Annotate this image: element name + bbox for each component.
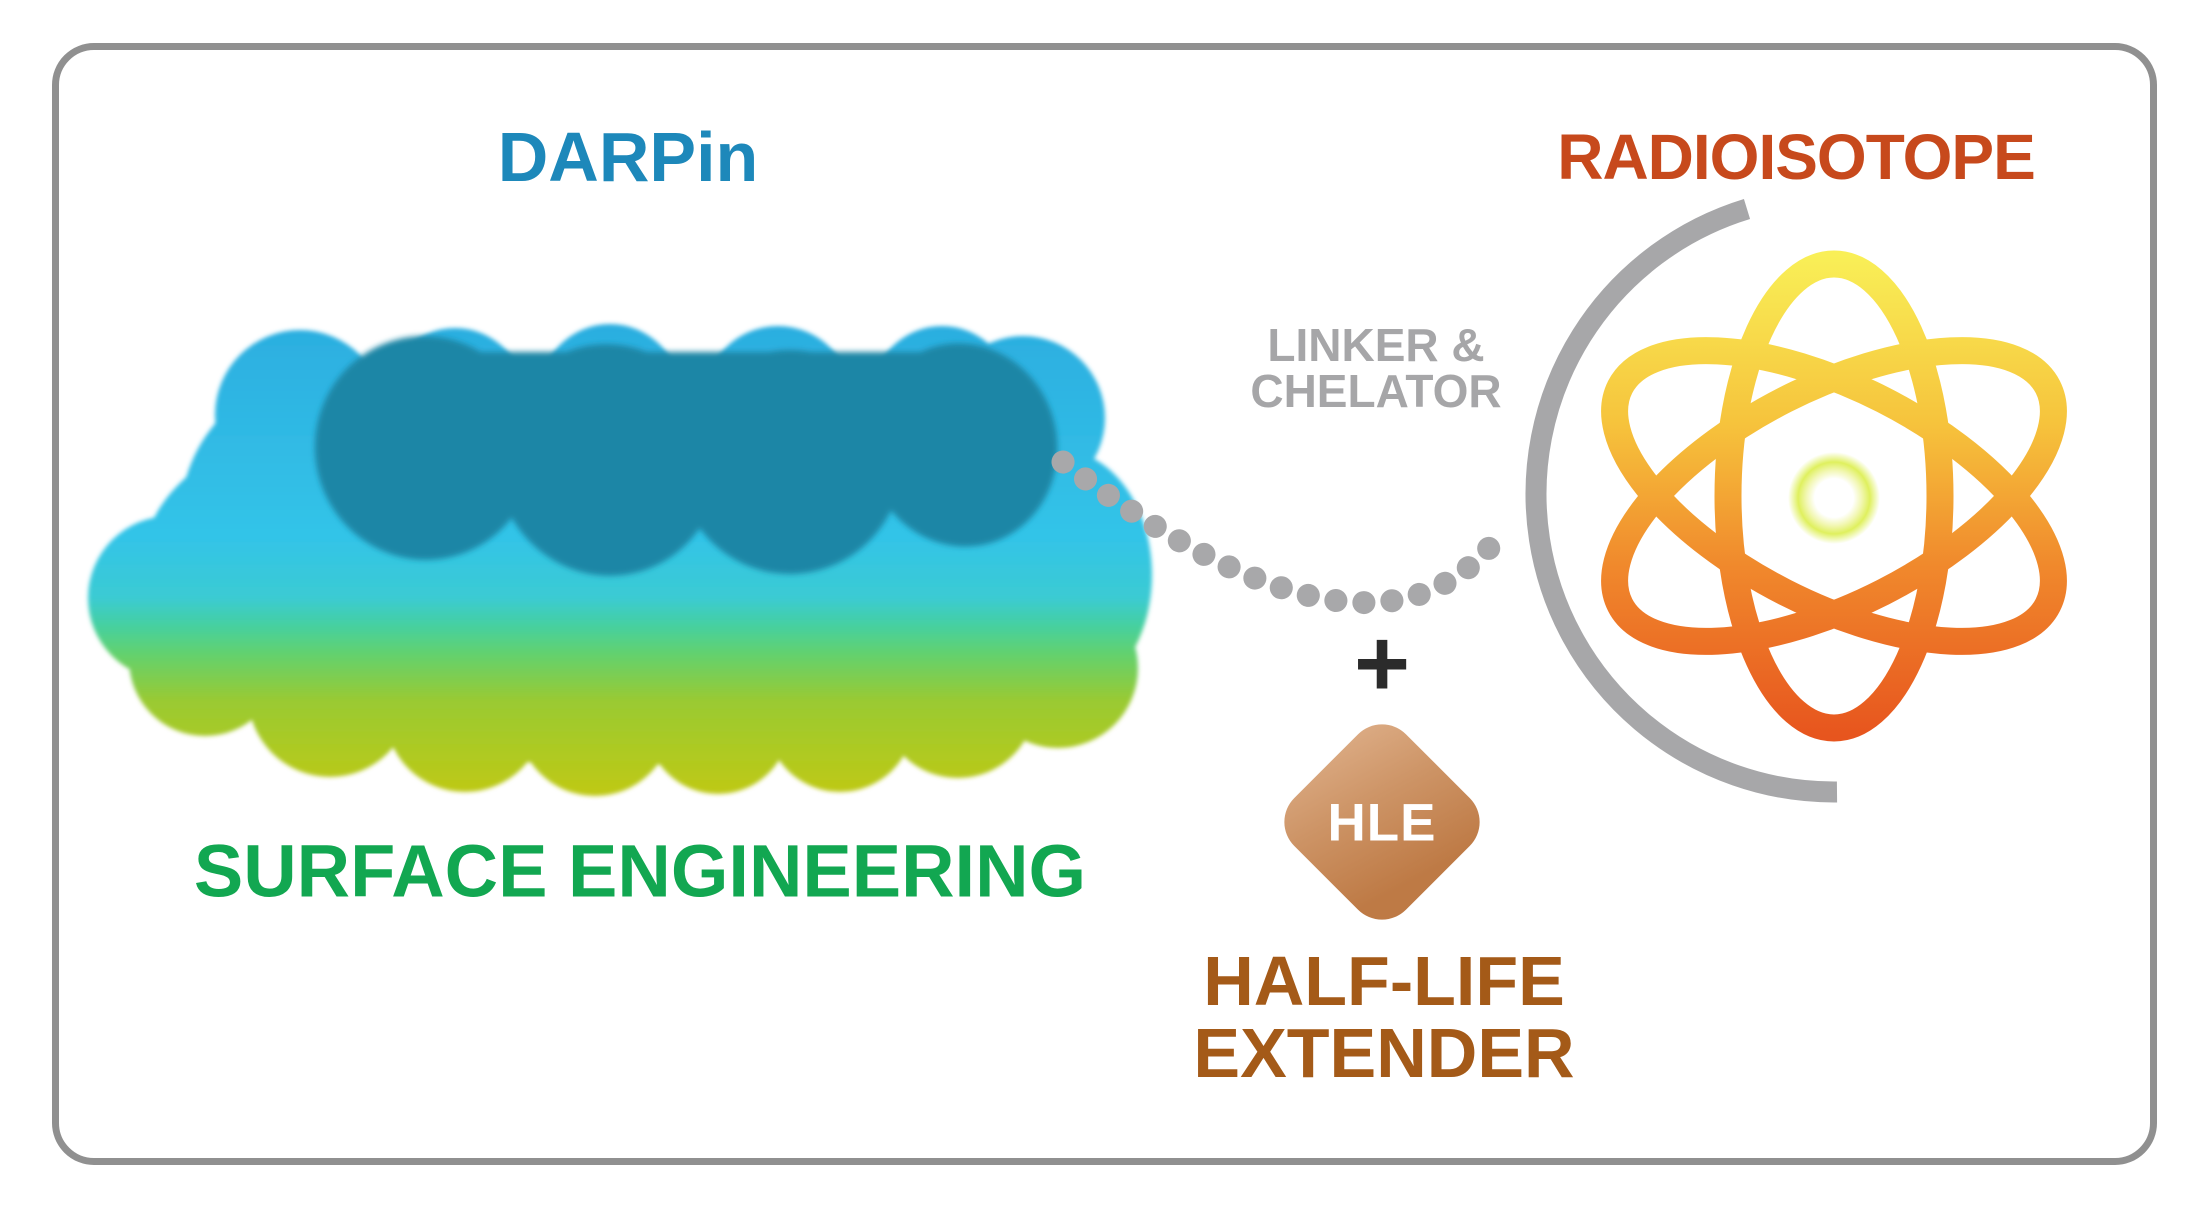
linker-chelator-label: LINKER & CHELATOR xyxy=(1250,322,1501,414)
surface-engineering-label: SURFACE ENGINEERING xyxy=(193,829,1087,913)
linker-chelator-line2: CHELATOR xyxy=(1250,365,1502,417)
nucleus-icon xyxy=(1788,452,1880,544)
darpin-protein-icon xyxy=(88,324,1152,796)
protein-inner-repeats xyxy=(314,336,1058,576)
linker-dot-chain-icon xyxy=(1051,450,1517,615)
half-life-line1: HALF-LIFE xyxy=(1203,942,1565,1020)
darpin-label: DARPin xyxy=(497,118,759,196)
atom-icon xyxy=(1601,250,2067,742)
hle-badge-label: HLE xyxy=(1327,793,1437,853)
hle-diamond-icon xyxy=(1284,724,1480,920)
radioisotope-label: RADIOISOTOPE xyxy=(1557,121,2036,193)
chelator-arc-icon xyxy=(1525,198,1838,803)
half-life-extender-label: HALF-LIFE EXTENDER xyxy=(1193,945,1574,1089)
linker-chelator-line1: LINKER & xyxy=(1267,319,1485,371)
half-life-line2: EXTENDER xyxy=(1193,1014,1575,1092)
plus-sign: + xyxy=(1353,610,1411,717)
